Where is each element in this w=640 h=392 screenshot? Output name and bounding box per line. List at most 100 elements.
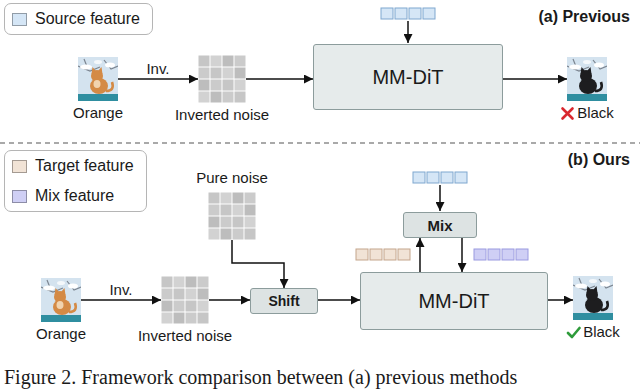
noise-cell <box>197 313 208 324</box>
connector-arrow <box>548 299 573 301</box>
legend-text: Source feature <box>35 10 140 28</box>
noise-cell <box>197 289 208 300</box>
noise-cell <box>197 277 208 288</box>
noise-cell <box>161 313 172 324</box>
noise-cell <box>197 301 208 312</box>
noise-cell <box>209 193 220 204</box>
ground <box>41 315 81 322</box>
box-label: MM-DiT <box>418 290 489 313</box>
box-label: Shift <box>268 293 299 309</box>
noise-cell <box>222 56 233 67</box>
noise-cell <box>161 289 172 300</box>
connector-arrow <box>318 299 360 301</box>
noise-cell <box>222 92 233 103</box>
connector-arrow <box>419 238 421 272</box>
branch <box>78 59 118 71</box>
token <box>398 249 410 260</box>
snow <box>575 284 587 289</box>
label-row: Orange <box>73 104 123 122</box>
snow <box>43 286 55 291</box>
noise-cell <box>185 301 196 312</box>
legend-row: Source feature <box>12 6 140 32</box>
noise-cell <box>198 56 209 67</box>
noise-cell <box>234 68 245 79</box>
noise-cell <box>245 205 256 216</box>
token <box>455 172 467 183</box>
cat-chest <box>93 80 100 88</box>
check-stroke <box>568 328 580 337</box>
process-box: MM-DiT <box>313 44 503 110</box>
legend-row: Mix feature <box>12 183 134 209</box>
edge-label: Inv. <box>144 60 171 77</box>
sky <box>567 57 607 101</box>
connector-arrow <box>81 299 161 301</box>
snow <box>589 279 597 283</box>
token <box>409 8 421 19</box>
cat-ear <box>91 67 96 74</box>
token <box>370 249 382 260</box>
node-label: Orange <box>36 325 86 343</box>
sky <box>41 278 81 322</box>
noise-cell <box>222 68 233 79</box>
node-label: Black <box>577 104 614 122</box>
noise-cell <box>185 277 196 288</box>
noise-grid <box>161 276 209 324</box>
noise-cell <box>161 277 172 288</box>
noise-cell <box>234 92 245 103</box>
noise-cell <box>233 217 244 228</box>
noise-cell <box>198 92 209 103</box>
photo <box>78 57 118 101</box>
token <box>441 172 453 183</box>
sky <box>573 276 613 320</box>
process-box: Mix <box>403 212 477 238</box>
feature-arrow <box>407 21 409 43</box>
cat-chest <box>56 301 63 309</box>
snow <box>94 60 102 64</box>
noise-grid <box>208 192 256 240</box>
cat-ear <box>587 67 592 74</box>
box-label: Mix <box>427 217 452 234</box>
noise-cell <box>222 80 233 91</box>
legend-text: Target feature <box>35 157 134 175</box>
noise-cell <box>173 301 184 312</box>
box-label: MM-DiT <box>372 66 443 89</box>
token <box>427 172 439 183</box>
noise-cell <box>245 217 256 228</box>
process-box: Shift <box>250 288 318 314</box>
process-box: MM-DiT <box>360 272 548 330</box>
noise-cell <box>185 289 196 300</box>
mix-token-strip <box>474 249 528 260</box>
noise-cell <box>234 80 245 91</box>
source-token-strip <box>413 172 467 183</box>
target-token-strip <box>356 249 410 260</box>
connector-arrow <box>232 240 284 288</box>
snow <box>105 63 115 68</box>
panel-label: (b) Ours <box>568 151 630 169</box>
feature-arrow <box>439 185 441 211</box>
token <box>423 8 435 19</box>
image-node: Black <box>566 276 620 341</box>
image-node: Black <box>560 57 614 122</box>
snow <box>57 281 65 285</box>
label-row: Orange <box>36 325 86 343</box>
noise-cell <box>198 80 209 91</box>
legend-box: Target featureMix feature <box>4 150 147 212</box>
branch <box>567 59 607 71</box>
noise-cell <box>209 205 220 216</box>
photo <box>573 276 613 320</box>
cross-mark <box>560 106 575 121</box>
figure-caption: Figure 2. Framework comparison between (… <box>4 366 517 389</box>
connector-arrow <box>503 78 567 80</box>
snow <box>583 60 591 64</box>
edge-label: Inv. <box>107 281 134 298</box>
noise-cell <box>173 277 184 288</box>
token <box>356 249 368 260</box>
token <box>381 8 393 19</box>
legend-swatch <box>12 160 27 173</box>
image-node: Orange <box>73 57 123 122</box>
photo <box>41 278 81 322</box>
cat-ear <box>54 288 59 295</box>
noise-node: Inverted noise <box>138 276 232 345</box>
label-row: Pure noise <box>196 169 268 187</box>
noise-cell <box>221 205 232 216</box>
